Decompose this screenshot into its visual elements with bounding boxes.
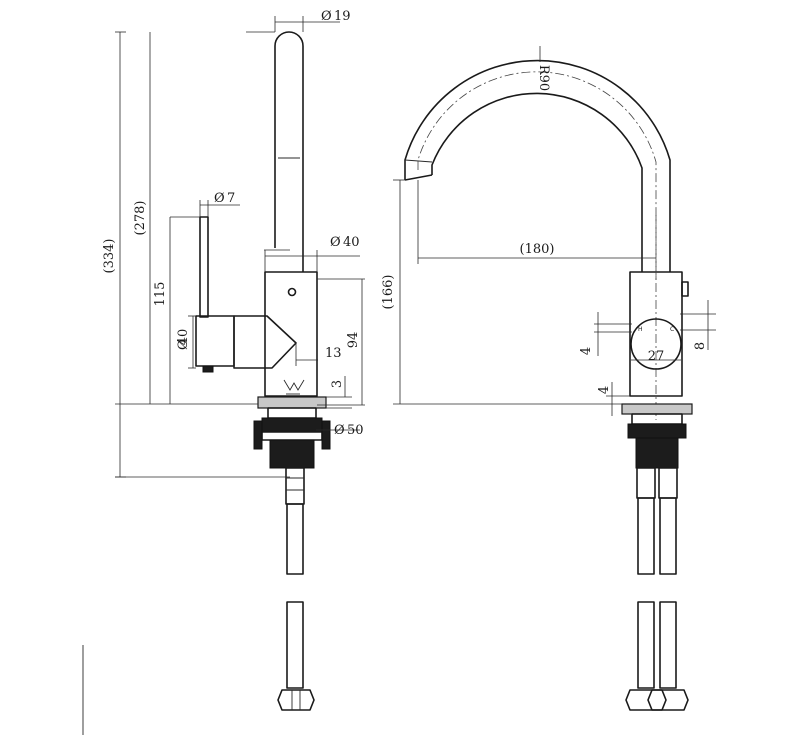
label-base-diameter-symbol: Ø [334, 423, 345, 438]
hose-nut-right [647, 689, 689, 711]
label-handle-diameter-symbol: Ø [176, 339, 191, 350]
base-plate [621, 403, 693, 415]
cold-mark: C [670, 326, 674, 333]
mount-nut [261, 417, 323, 433]
hose-fitting-right [658, 467, 678, 499]
mount-shank [635, 437, 679, 469]
lever [199, 216, 209, 318]
handle-screw [202, 365, 214, 373]
spout-inner [431, 92, 643, 272]
handle-cap [195, 315, 235, 367]
base-ring [267, 407, 317, 419]
label-base-thickness: 3 [330, 380, 345, 388]
hose-lower-right [659, 601, 677, 689]
label-outlet-height: (166) [381, 275, 396, 310]
label-body-diameter-symbol: Ø [330, 235, 341, 250]
hose-upper-left [637, 497, 655, 575]
spout-outlet-seam [404, 159, 433, 163]
spout-outer [404, 59, 671, 272]
base-plate [257, 396, 327, 409]
hose-upper [286, 503, 304, 575]
spout-tube [274, 31, 304, 272]
label-overall-height: (334) [102, 239, 117, 274]
body-lever-stub [681, 281, 689, 297]
body [264, 271, 318, 397]
label-spout-reach: (180) [520, 242, 555, 257]
hose-nut-left [625, 689, 667, 711]
watermark-logo [283, 379, 305, 391]
label-lever-diameter: 7 [227, 191, 235, 206]
label-handle-diameter: 40 [176, 329, 191, 346]
hot-mark: H [638, 326, 643, 333]
base-ring [631, 413, 683, 425]
dial [630, 318, 682, 370]
label-lever-height: 115 [153, 282, 168, 307]
spout-outlet [404, 174, 433, 181]
label-base-gap: 4 [597, 386, 612, 394]
mount-bracket-right [321, 420, 331, 450]
label-indicator-offset-right: 8 [693, 342, 708, 350]
mount-washer [261, 431, 323, 441]
hose-fitting-left [636, 467, 656, 499]
hose-upper-right [659, 497, 677, 575]
label-handle-offset: 13 [325, 346, 342, 361]
label-body-height: 94 [346, 332, 361, 349]
front-view: H C ( [381, 46, 716, 711]
label-base-diameter: 50 [347, 423, 364, 438]
label-body-diameter: 40 [343, 235, 360, 250]
side-view: Ø 19 Ø 7 Ø 40 (334) (278) 115 Ø 40 13 94… [102, 9, 365, 711]
mount-shank [269, 439, 315, 469]
mount-bracket-left [253, 420, 263, 450]
label-lever-diameter-symbol: Ø [214, 191, 225, 206]
hose-lower [286, 601, 304, 689]
hose-nut [277, 689, 315, 711]
body-hole [287, 287, 297, 297]
label-spout-diameter: 19 [334, 9, 351, 24]
mount-nut [627, 423, 687, 439]
hose-lower-left [637, 601, 655, 689]
label-dial-diameter: 27 [648, 349, 665, 364]
label-spout-height: (278) [133, 201, 148, 236]
label-indicator-offset-left: 4 [579, 347, 594, 355]
label-spout-radius: R90 [536, 65, 551, 91]
label-spout-diameter-symbol: Ø [321, 9, 332, 24]
hose-fitting [285, 467, 305, 505]
